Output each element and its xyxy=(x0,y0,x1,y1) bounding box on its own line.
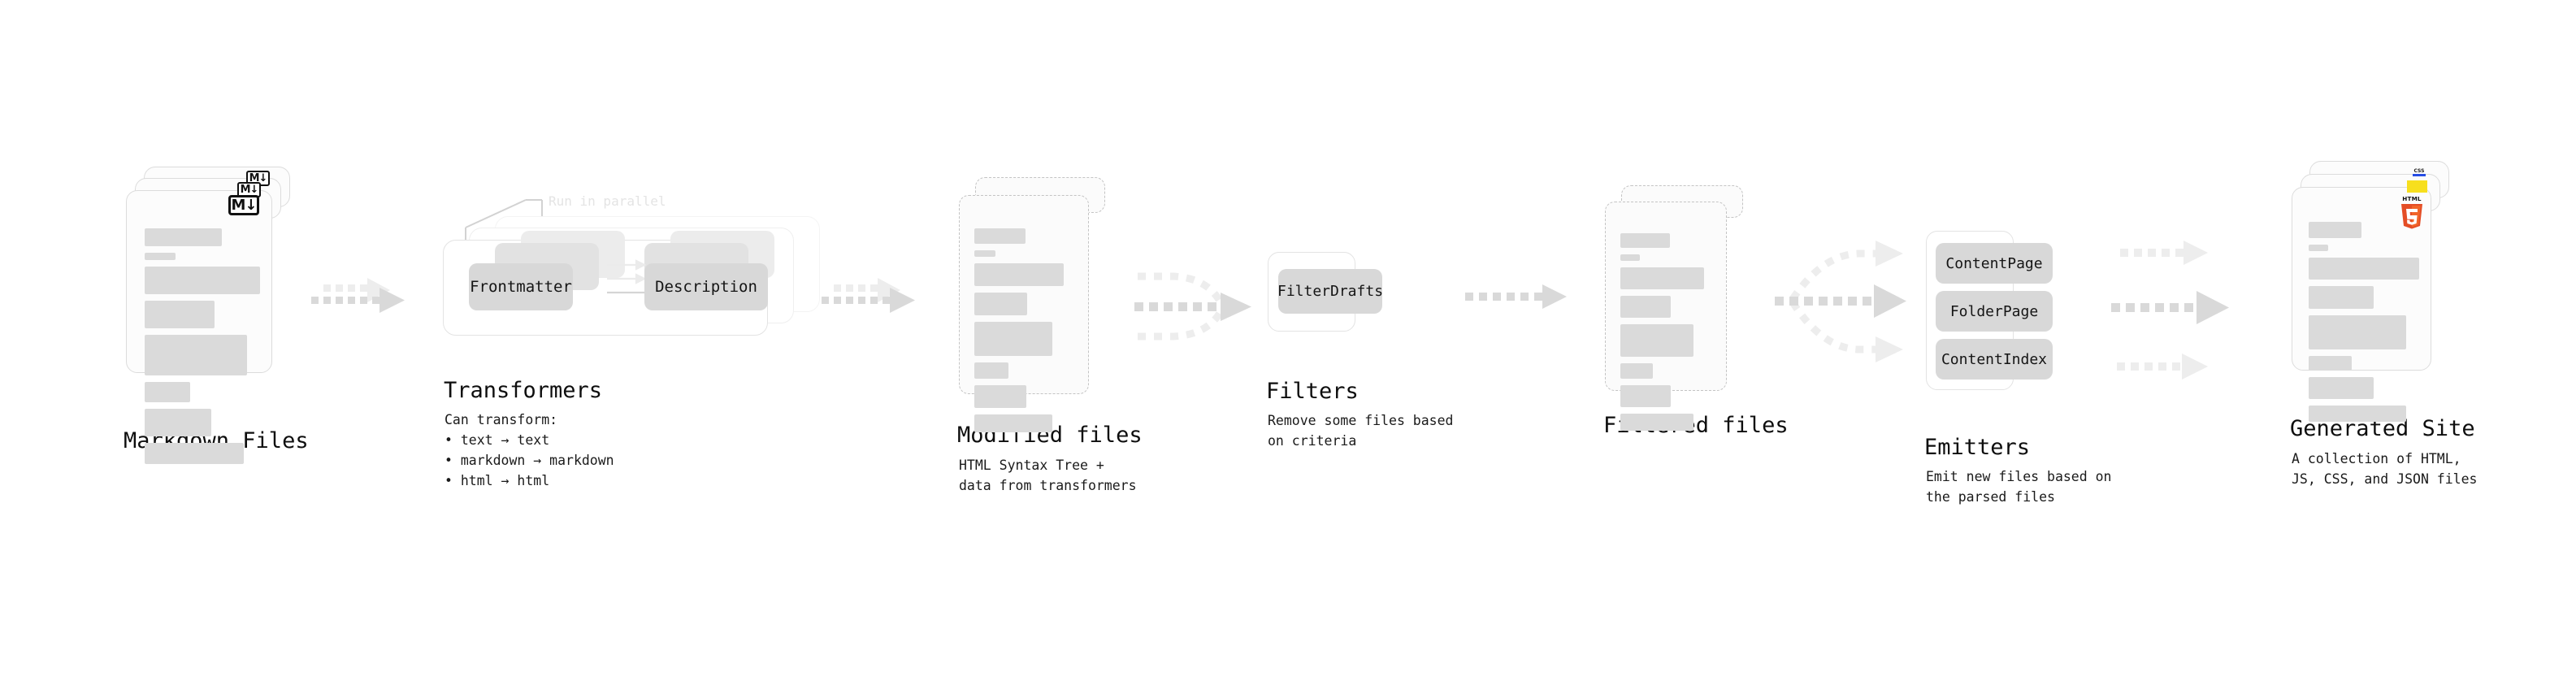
site-card-lines xyxy=(2309,222,2419,428)
modified-card-lines xyxy=(974,228,1077,439)
filters-group: FilterDrafts xyxy=(1268,252,1383,332)
markdown-icon-back: M↓ xyxy=(246,171,270,186)
html5-icon: HTML xyxy=(2401,195,2422,229)
transformers-group: Run in parallel Frontmatter Description xyxy=(443,193,833,362)
css-icon: CSS xyxy=(2413,168,2426,176)
flow-arrow-transformers-to-modified xyxy=(822,278,915,313)
filters-subtitle: Remove some files based on criteria xyxy=(1268,413,1454,449)
flow-arrow-filtered-to-emitters xyxy=(1775,241,1906,362)
flow-arrow-markdown-to-transformers xyxy=(311,278,405,313)
markdown-icon: M↓ xyxy=(228,195,259,215)
filtered-card-lines xyxy=(1620,233,1715,437)
chip-contentpage[interactable]: ContentPage xyxy=(1936,243,2053,284)
filters-title: Filters xyxy=(1266,379,1359,404)
emitters-title: Emitters xyxy=(1924,435,2031,460)
chip-contentindex[interactable]: ContentIndex xyxy=(1936,339,2053,380)
transformers-title: Transformers xyxy=(444,378,603,403)
run-in-parallel-label: Run in parallel xyxy=(549,193,666,209)
modified-files-subtitle: HTML Syntax Tree + data from transformer… xyxy=(959,458,1137,494)
generated-site-subtitle: A collection of HTML, JS, CSS, and JSON … xyxy=(2292,451,2478,488)
run-in-parallel-bracket xyxy=(465,199,543,242)
chip-folderpage[interactable]: FolderPage xyxy=(1936,291,2053,332)
filtered-card-front xyxy=(1605,202,1727,431)
chip-description[interactable]: Description xyxy=(644,263,768,310)
flow-arrow-filters-to-filtered xyxy=(1465,284,1567,309)
flow-arrow-modified-to-filters xyxy=(1134,272,1251,340)
modified-card-front xyxy=(959,195,1089,432)
markdown-card-front xyxy=(126,190,272,464)
emitters-subtitle: Emit new files based on the parsed files xyxy=(1926,469,2112,505)
chip-filterdrafts[interactable]: FilterDrafts xyxy=(1277,269,1383,314)
markdown-card-lines xyxy=(145,228,260,471)
flow-arrow-emitters-to-site xyxy=(2111,241,2229,380)
transformers-subtitle: Can transform: • text → text • markdown … xyxy=(445,412,614,489)
emitters-group: ContentPage FolderPage ContentIndex xyxy=(1926,231,2053,390)
svg-text:CSS: CSS xyxy=(2414,168,2425,174)
chip-frontmatter[interactable]: Frontmatter xyxy=(469,263,573,310)
js-icon xyxy=(2407,180,2427,193)
svg-text:HTML: HTML xyxy=(2402,195,2422,202)
